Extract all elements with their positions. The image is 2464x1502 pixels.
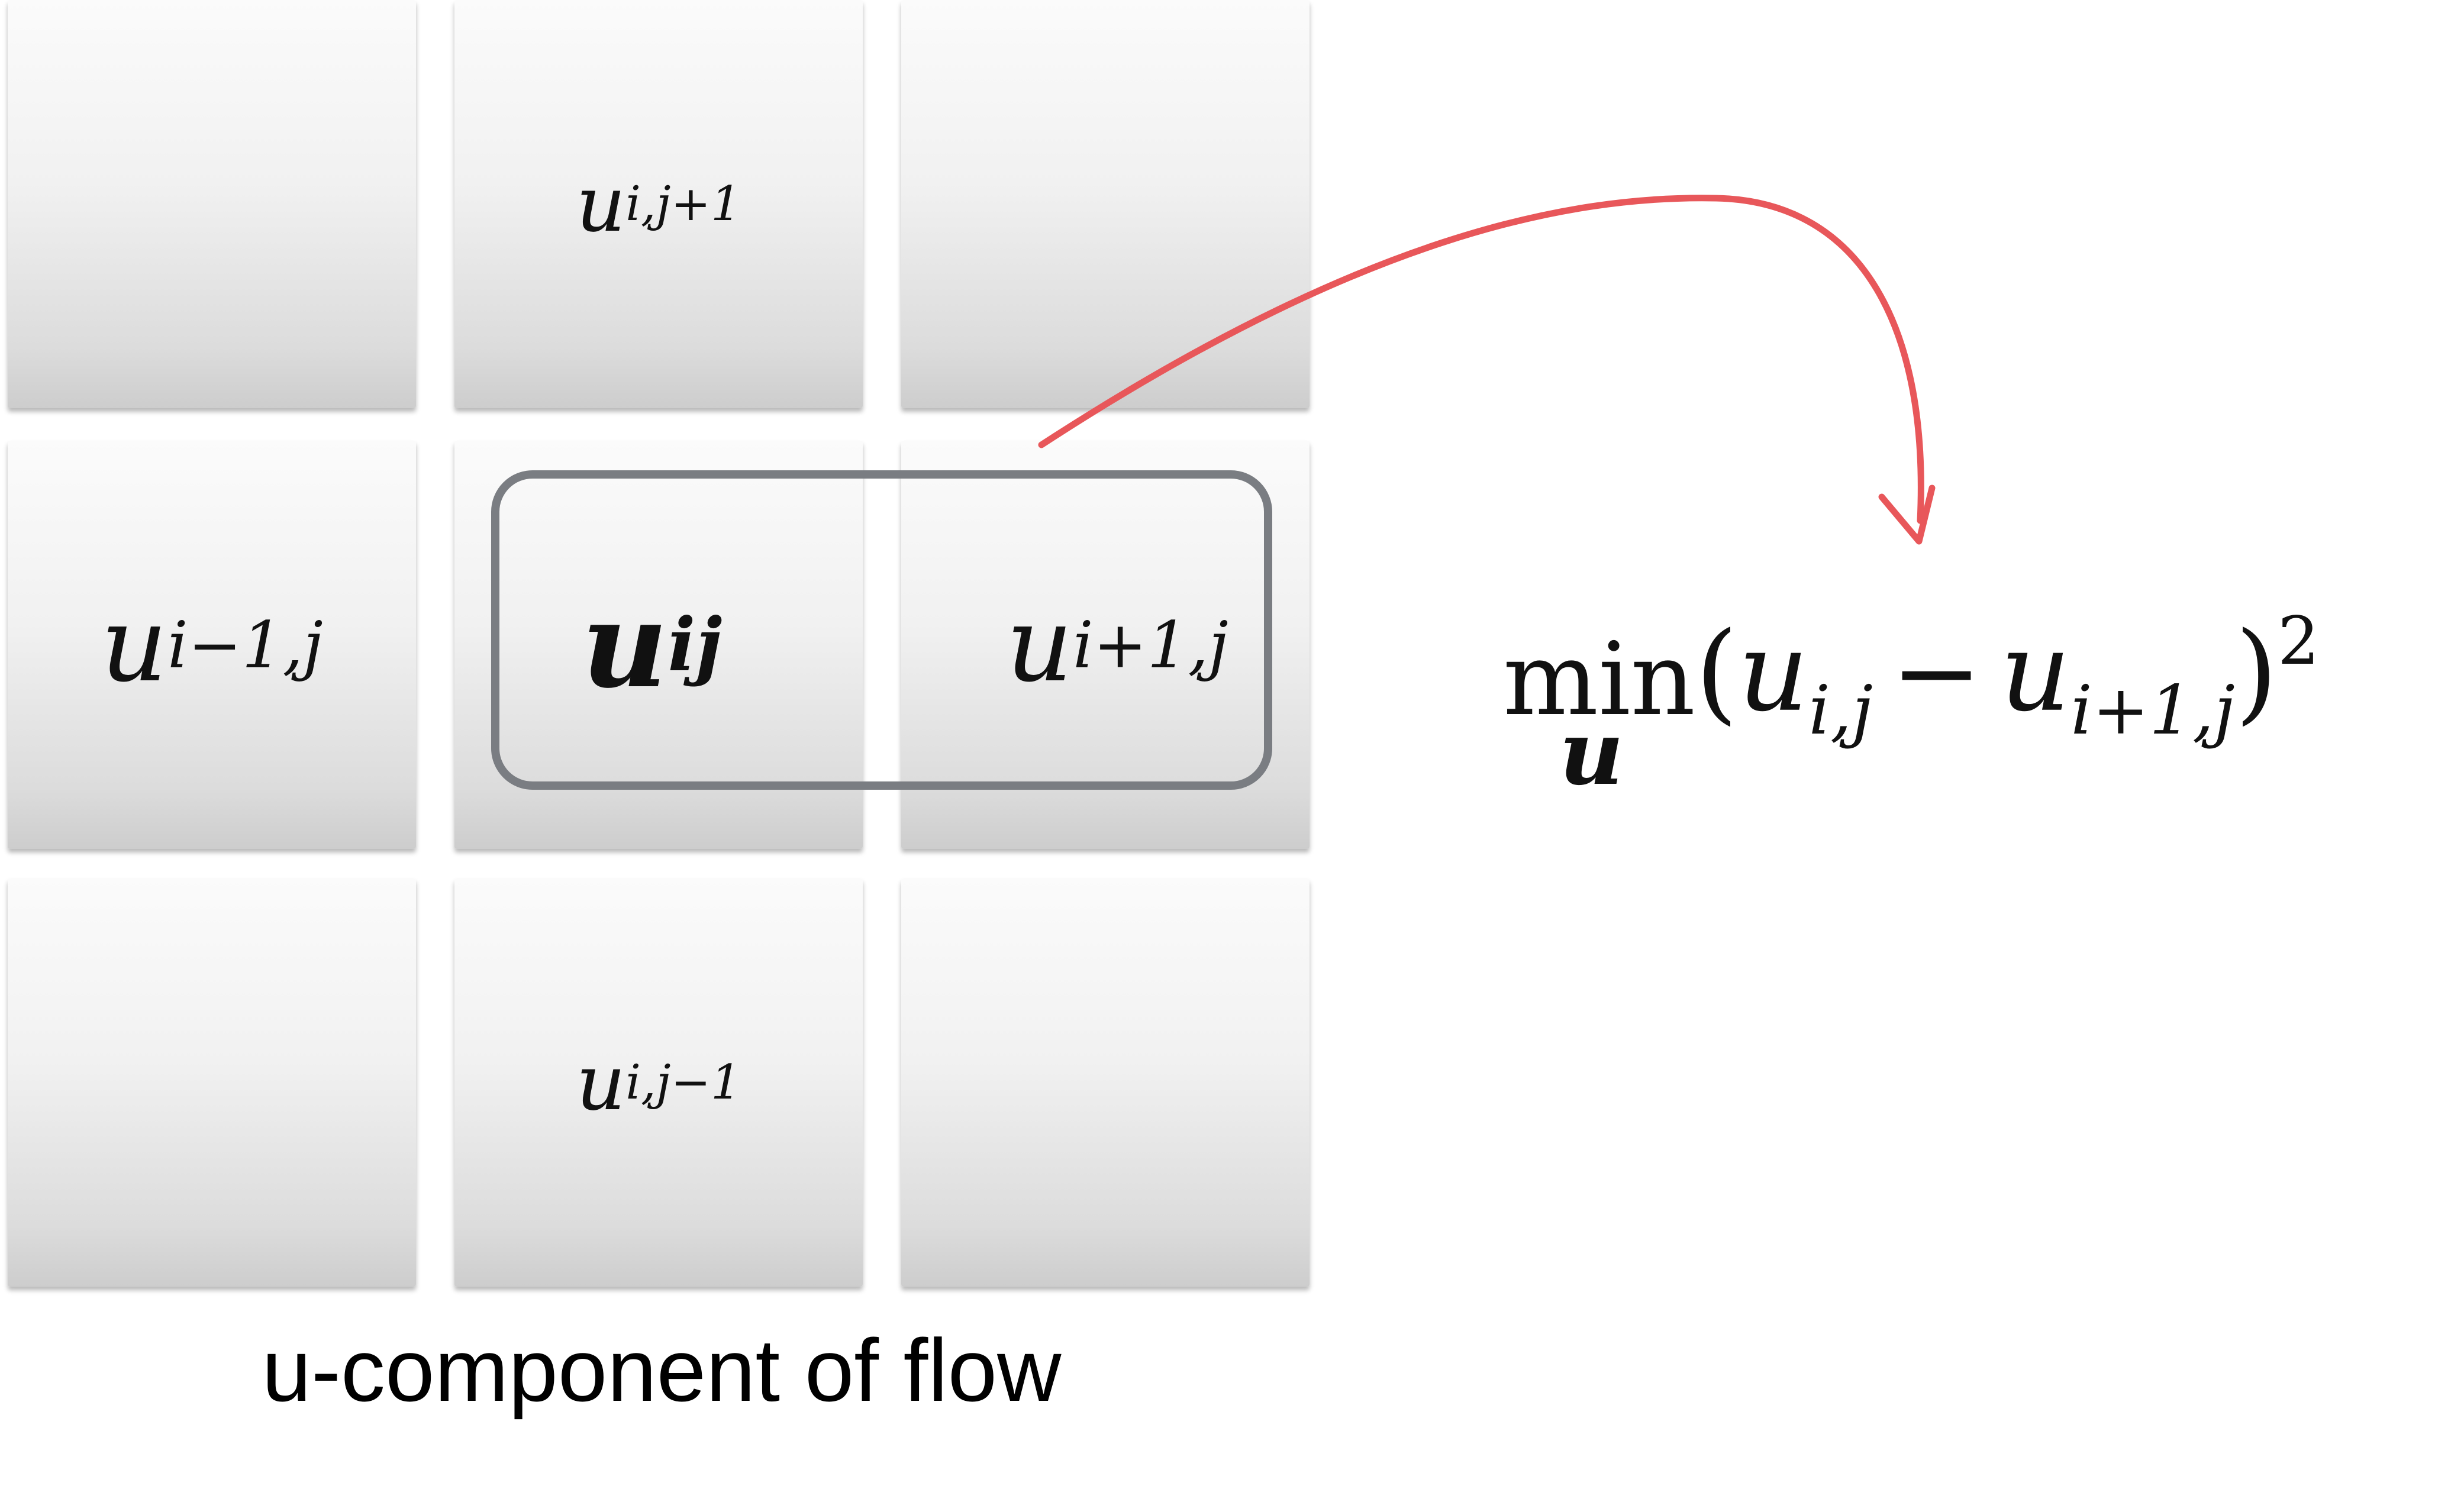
formula-expression: (ui,j−ui+1,j)2 [1695,603,2320,750]
min-operator: min [1503,621,1696,738]
grid-cell-top-left [8,0,416,408]
grid-cell-bottom-left [8,878,416,1287]
arrow-head [1878,484,1936,545]
min-subscript: u [1559,701,1624,805]
grid-cell-bottom-right [901,878,1310,1287]
minimization-formula: min u (ui,j−ui+1,j)2 [1503,586,2459,805]
neighbor-pair-highlight [491,470,1272,790]
figure-caption: u-component of flow [262,1320,1062,1420]
grid-cell-top-right [901,0,1310,408]
